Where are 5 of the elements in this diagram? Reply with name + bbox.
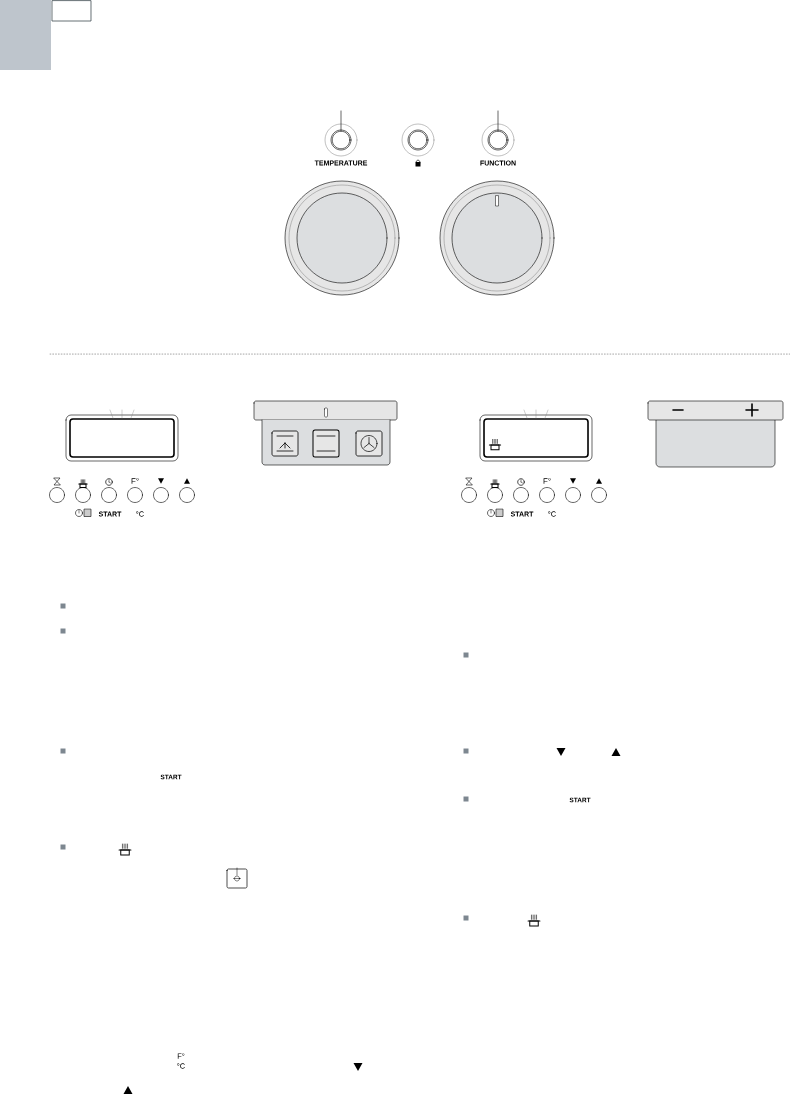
button-label: F° (543, 478, 551, 484)
button-label: F° (131, 478, 139, 484)
indicator-ring (401, 123, 435, 157)
leader-line (497, 110, 499, 132)
leader-line (340, 110, 342, 132)
